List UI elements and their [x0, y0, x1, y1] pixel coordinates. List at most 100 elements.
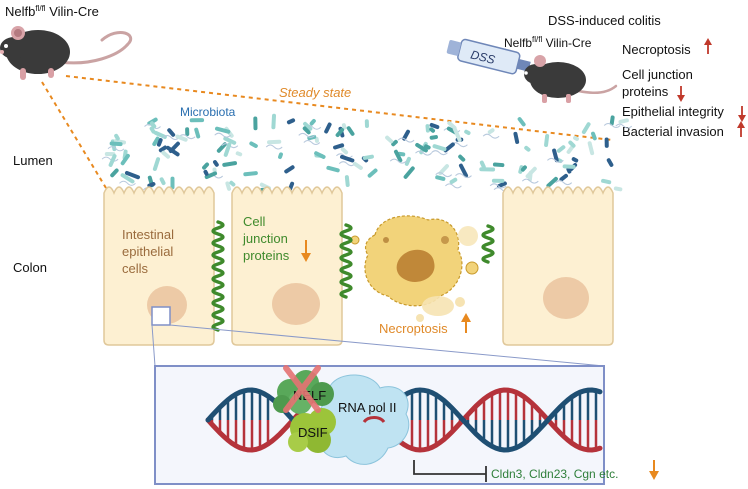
bacterium-icon: [452, 127, 462, 142]
bacterium-icon: [552, 148, 559, 163]
bacterium-icon: [341, 123, 347, 130]
flagellum-icon: [178, 134, 196, 140]
bacterium-icon: [286, 118, 296, 125]
bacterium-icon: [367, 168, 378, 178]
bacterium-icon: [429, 127, 436, 133]
bacterium-icon: [403, 166, 415, 179]
bacterium-icon: [618, 118, 629, 124]
mouse-to-colon-dashed-line: [41, 81, 107, 189]
bacterium-icon: [150, 121, 157, 129]
bacterium-icon: [120, 153, 130, 166]
lumen-label: Lumen: [13, 153, 53, 168]
bacterium-icon: [546, 176, 558, 188]
rnapol-label: RNA pol II: [338, 400, 397, 415]
mouse-right-icon: [524, 55, 618, 103]
bacterium-icon: [517, 117, 526, 127]
effect-proteins: proteins: [622, 84, 669, 99]
arrow-up-icon: [737, 121, 745, 128]
bacterium-icon: [114, 133, 120, 141]
bacterium-icon: [335, 127, 345, 138]
bacterium-icon: [124, 170, 141, 180]
bacterium-icon: [568, 140, 576, 148]
bacterium-icon: [458, 154, 466, 162]
bacterium-icon: [491, 178, 505, 183]
bacterium-icon: [216, 142, 227, 153]
bacterium-icon: [587, 141, 595, 156]
bacterium-icon: [303, 121, 313, 131]
flagellum-icon: [101, 156, 119, 162]
bacterium-icon: [167, 128, 176, 137]
flagellum-icon: [162, 135, 180, 140]
bacterium-icon: [362, 154, 374, 160]
arrow-down-icon: [677, 95, 685, 102]
bacterium-icon: [120, 173, 135, 184]
bacterium-icon: [223, 136, 237, 145]
bacterium-icon: [309, 118, 316, 126]
effect-arrows: [677, 38, 746, 137]
bacterium-icon: [284, 165, 295, 174]
bacterium-icon: [571, 157, 579, 163]
flagellum-icon: [555, 180, 573, 186]
flagellum-icon: [107, 146, 125, 152]
arrow-down-icon: [738, 115, 746, 122]
necrotic-cell: [350, 215, 479, 322]
cell1-label-line3: cells: [122, 261, 149, 276]
bacterium-icon: [562, 164, 576, 169]
flagellum-icon: [415, 150, 432, 156]
bacterium-icon: [573, 135, 579, 141]
bacterium-icon: [393, 149, 403, 163]
bacterium-icon: [479, 167, 496, 172]
bacterium-icon: [364, 119, 369, 128]
bacterium-icon: [213, 160, 219, 167]
flagellum-icon: [615, 123, 633, 129]
bacterium-icon: [253, 116, 258, 131]
bacterium-icon: [249, 141, 258, 148]
bacterium-icon: [492, 162, 505, 168]
bacterium-icon: [479, 160, 486, 169]
bacterium-icon: [278, 152, 283, 160]
flagellum-icon: [489, 183, 507, 189]
bacterium-icon: [225, 181, 232, 191]
bacterium-icon: [429, 135, 438, 140]
flagellum-icon: [431, 150, 448, 156]
bacterium-icon: [314, 151, 326, 159]
epithelial-cell-3: [502, 186, 614, 346]
bacterium-icon: [267, 139, 282, 145]
genes-arrow-down-icon: [649, 460, 659, 480]
flagellum-icon: [445, 183, 462, 189]
bacterium-icon: [156, 138, 163, 147]
effect-epithelial-integrity: Epithelial integrity: [622, 104, 724, 119]
bacterium-icon: [346, 126, 355, 136]
bacterium-icon: [391, 139, 398, 147]
bacterium-icon: [591, 131, 597, 141]
target-genes-label: Cldn3, Cldn23, Cgn etc.: [491, 467, 618, 481]
zoom-connector-right: [169, 324, 605, 367]
bacterium-icon: [613, 186, 623, 192]
cell2-label-line3: proteins: [243, 248, 290, 263]
cell2-label-line1: Cell: [243, 214, 266, 229]
flagellum-icon: [119, 180, 136, 186]
bacterium-icon: [189, 118, 205, 123]
zoom-square: [151, 306, 171, 326]
necroptosis-arrow-up-icon: [461, 313, 471, 333]
bacterium-icon: [601, 178, 612, 185]
bacterium-icon: [344, 175, 350, 187]
flagellum-icon: [455, 173, 472, 179]
cell2-arrow-down-icon: [301, 240, 311, 262]
bacterium-icon: [229, 180, 236, 187]
bacterium-icon: [513, 131, 520, 144]
steady-state-label: Steady state: [279, 85, 351, 100]
bacterium-icon: [544, 134, 550, 147]
bacterium-icon: [432, 144, 447, 152]
bacterium-icon: [302, 126, 311, 135]
bacterium-icon: [352, 161, 363, 170]
bacterium-icon: [175, 134, 188, 142]
junction-squiggle: [211, 220, 225, 332]
bacterium-icon: [326, 165, 340, 173]
bacterium-icon: [110, 168, 119, 178]
flagellum-icon: [338, 161, 356, 167]
bacterium-icon: [314, 136, 319, 143]
bacterium-icon: [520, 165, 527, 172]
effect-bacterial-invasion: Bacterial invasion: [622, 124, 724, 139]
